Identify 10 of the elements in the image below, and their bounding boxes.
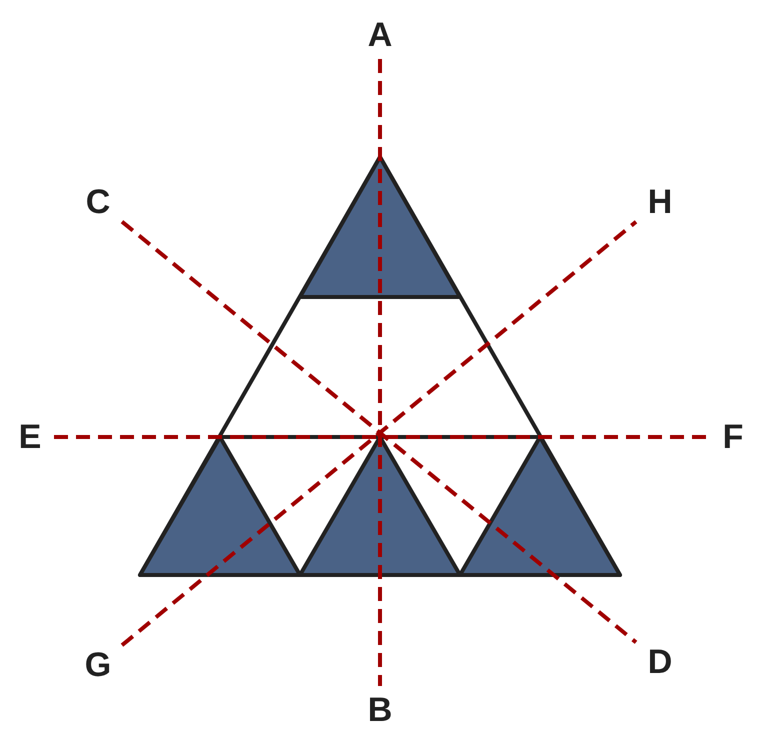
axis-label: A [360,15,400,55]
axis-label: E [10,417,50,457]
axis-label: G [78,645,118,685]
dashed-line [378,59,382,686]
axis-label: F [713,417,753,457]
axis-label: D [640,642,680,682]
axis-label: C [78,182,118,222]
axis-label: B [360,690,400,730]
axis-label: H [640,182,680,222]
dashed-line [54,435,709,439]
